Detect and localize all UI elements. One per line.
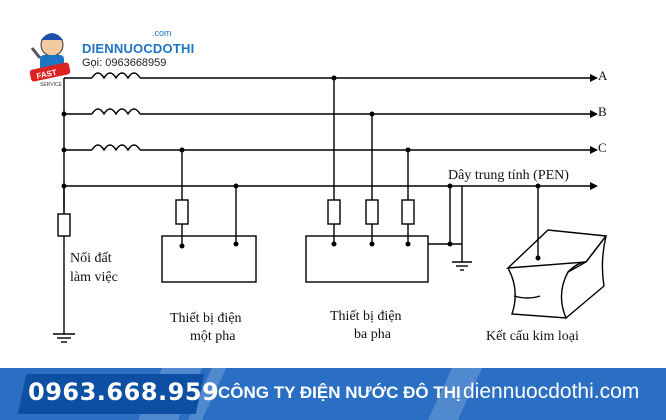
footer-company: CÔNG TY ĐIỆN NƯỚC ĐÔ THỊ	[218, 383, 461, 402]
coil-c-icon	[91, 144, 141, 152]
fuse-three-phase-c-icon	[401, 199, 415, 225]
electrical-diagram: FAST SERVICE	[29, 33, 608, 344]
pen-label: Dây trung tính (PEN)	[448, 168, 569, 183]
brand-phone: Gọi: 0963668959	[82, 56, 167, 69]
phase-b-label: B	[598, 104, 607, 119]
coil-a-icon	[91, 72, 141, 80]
three-phase-device	[305, 235, 429, 283]
fuse-three-phase-a-icon	[327, 199, 341, 225]
ground-label-line1: Nối đất	[70, 251, 112, 266]
footer-phone[interactable]: 0963.668.959	[28, 378, 220, 406]
junction-dots	[61, 75, 541, 261]
fuse-three-phase-b-icon	[365, 199, 379, 225]
single-phase-label-line2: một pha	[190, 329, 236, 344]
brand-block: .com DIENNUOCDOTHI Gọi: 0963668959	[82, 28, 195, 70]
logo-sub: SERVICE	[40, 82, 63, 88]
ground-label-line2: làm việc	[70, 270, 118, 285]
three-phase-label-line1: Thiết bị điện	[330, 309, 402, 324]
phase-c-label: C	[598, 140, 607, 155]
metal-structure-label: Kết cấu kim loại	[486, 329, 579, 344]
arrowheads	[590, 74, 598, 190]
three-phase-label-line2: ba pha	[354, 327, 392, 342]
fuse-single-phase-icon	[175, 199, 189, 225]
brand-name: DIENNUOCDOTHI	[82, 41, 195, 56]
footer-website-link[interactable]: diennuocdothi.com	[463, 380, 640, 403]
mascot-logo-icon: FAST SERVICE	[29, 33, 71, 88]
coil-b-icon	[91, 108, 141, 116]
logo-badge: FAST	[36, 68, 58, 81]
ground-fuse-icon	[57, 213, 71, 237]
metal-structure-icon	[506, 229, 608, 319]
single-phase-device	[161, 235, 257, 283]
footer-banner: 0963.668.959 CÔNG TY ĐIỆN NƯỚC ĐÔ THỊ di…	[0, 368, 666, 420]
brand-com: .com	[152, 28, 172, 38]
phase-a-label: A	[598, 68, 608, 83]
single-phase-label-line1: Thiết bị điện	[170, 311, 242, 326]
